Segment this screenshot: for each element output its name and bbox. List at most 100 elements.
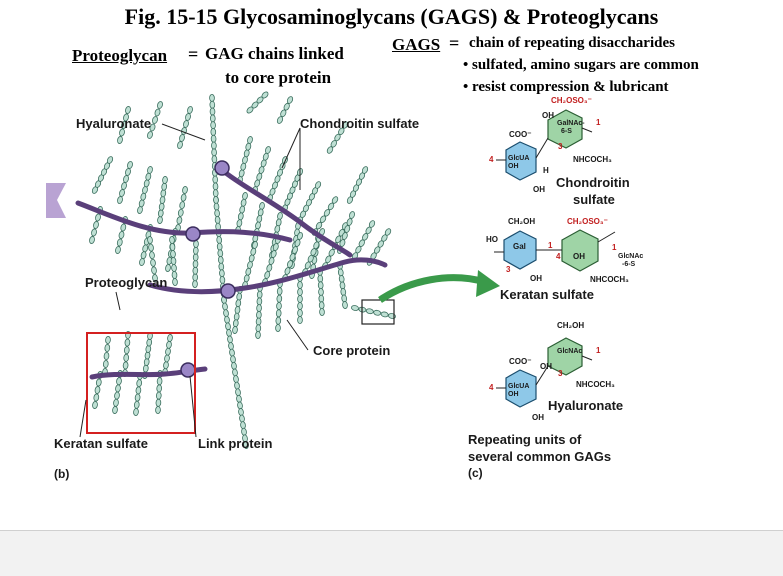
gag-chain-4 <box>157 176 168 224</box>
hyaluronate-chain-b <box>213 196 227 304</box>
bottom-bar <box>0 530 783 576</box>
gag-chain-3 <box>137 166 153 214</box>
gag-chain-25 <box>317 268 325 316</box>
gag-chain-51 <box>346 166 369 204</box>
glcua-ring-2 <box>505 369 537 408</box>
chondroitin-nhcoch3: NHCOCH₃ <box>573 155 612 164</box>
slide-title: Fig. 15-15 Glycosaminoglycans (GAGS) & P… <box>124 4 659 29</box>
gag-chain-17 <box>251 202 265 249</box>
keratan-glcnac-line1: GlcNAc <box>618 253 644 260</box>
keratan-oh-bottom: OH <box>530 274 542 283</box>
gags-bullet-1: • sulfated, amino sugars are common <box>463 57 699 73</box>
label-proteoglycan: Proteoglycan <box>85 275 168 290</box>
highlight-box <box>86 332 196 434</box>
gags-bullet-2: • resist compression & lubricant <box>463 79 669 95</box>
hyaluronate-nhcoch3: NHCOCH₃ <box>576 380 615 389</box>
glcnac-6s-ring <box>561 229 599 272</box>
keratan-n4: 4 <box>556 252 561 261</box>
link-protein-dot-3 <box>220 283 236 299</box>
magnifier-box <box>361 299 395 325</box>
label-core-protein: Core protein <box>313 343 391 358</box>
glcua-ring-1 <box>505 141 537 181</box>
chondroitin-ch2oso3: CH₂OSO₃⁻ <box>551 96 592 105</box>
chondroitin-oh-ring: OH <box>508 163 519 170</box>
gag-chain-49 <box>246 91 269 114</box>
magnified-gag-chain <box>351 305 396 319</box>
hyaluronate-oh-top: OH <box>540 362 552 371</box>
gag-chain-2 <box>117 161 133 204</box>
gag-chain-34 <box>192 240 199 288</box>
slide-canvas: Fig. 15-15 Glycosaminoglycans (GAGS) & P… <box>46 4 699 481</box>
gag-chain-39 <box>102 336 111 376</box>
keratan-name: Keratan sulfate <box>500 287 594 302</box>
keratan-ch2oso3: CH₂OSO₃⁻ <box>567 217 608 226</box>
panel-c-caption-line2: several common GAGs <box>468 449 612 464</box>
link-protein-dot-4 <box>180 362 196 378</box>
gag-chain-28 <box>262 236 281 286</box>
chondroitin-oh-top: OH <box>542 111 554 120</box>
core-protein-2 <box>219 167 353 258</box>
hyaluronate-structure <box>496 337 593 408</box>
gags-definition: chain of repeating disaccharides <box>469 35 675 51</box>
keratan-ho: HO <box>486 235 498 244</box>
hyaluronate-n4: 4 <box>489 383 494 392</box>
gag-chain-26 <box>337 262 348 309</box>
core-protein-3 <box>147 257 388 295</box>
gag-chain-40 <box>122 331 131 377</box>
hyaluronate-ch2oh: CH₂OH <box>557 321 585 330</box>
gags-equals: = <box>449 33 460 53</box>
chondroitin-galnac-line2: 6-S <box>561 128 572 135</box>
hyaluronate-oh-bottom: OH <box>532 413 544 422</box>
keratan-n1b: 1 <box>612 243 617 252</box>
hyaluronate-backbone <box>212 98 246 445</box>
gag-chain-11 <box>252 146 271 194</box>
proteoglycan-definition-line1: GAG chains linked <box>205 44 344 63</box>
gag-chain-16 <box>235 192 248 234</box>
green-arrow <box>378 274 486 303</box>
glcnac-ring <box>547 337 583 376</box>
proteoglycan-equals: = <box>188 44 199 64</box>
gag-chain-47 <box>147 101 163 139</box>
keratan-nhcoch3: NHCOCH₃ <box>590 275 629 284</box>
keratan-structure <box>494 229 616 272</box>
gag-chain-42 <box>162 334 173 376</box>
hyaluronate-glcua: GlcUA <box>508 383 530 390</box>
gag-chain-44 <box>351 220 376 260</box>
chondroitin-name-line1: Chondroitin <box>556 175 630 190</box>
gag-chain-10 <box>237 136 253 184</box>
keratan-n3: 3 <box>506 265 511 274</box>
keratan-oh: OH <box>573 252 585 261</box>
gag-chain-24 <box>297 273 303 324</box>
proteoglycan-term: Proteoglycan <box>72 46 168 65</box>
gag-chain-41 <box>142 332 153 379</box>
hyaluronate-name: Hyaluronate <box>548 398 624 413</box>
gag-chain-27 <box>242 241 258 289</box>
gag-chain-48 <box>177 106 193 149</box>
chondroitin-coo: COO⁻ <box>509 130 532 139</box>
previous-slide-arrow-icon[interactable] <box>46 183 66 218</box>
gag-chain-33 <box>169 236 178 286</box>
gal-ring <box>503 230 537 270</box>
gag-chain-1 <box>91 156 114 194</box>
gag-chain-46 <box>117 106 131 144</box>
hyaluronate-chain-a <box>209 94 219 204</box>
link-protein-dot-2 <box>185 226 201 242</box>
chondroitin-oh-bottom: OH <box>533 185 545 194</box>
chondroitin-structure <box>496 109 593 181</box>
label-chondroitin-sulfate: Chondroitin sulfate <box>300 116 420 131</box>
gag-chain-5 <box>175 186 188 232</box>
panel-c-letter: (c) <box>468 466 483 480</box>
hyaluronate-chain-c <box>221 296 249 449</box>
gag-chain-32 <box>147 236 158 282</box>
link-protein-dot-1 <box>214 160 230 176</box>
gag-chain-12 <box>267 156 288 202</box>
gag-chain-50 <box>276 96 294 124</box>
gag-chain-52 <box>326 121 349 154</box>
chondroitin-n4: 4 <box>489 155 494 164</box>
galnac-ring <box>547 109 583 149</box>
keratan-glcnac-line2: -6-S <box>622 261 636 268</box>
chondroitin-n1: 1 <box>596 118 601 127</box>
leader-lines <box>79 123 309 438</box>
keratan-gal: Gal <box>513 242 526 251</box>
hyaluronate-n3: 3 <box>558 369 563 378</box>
